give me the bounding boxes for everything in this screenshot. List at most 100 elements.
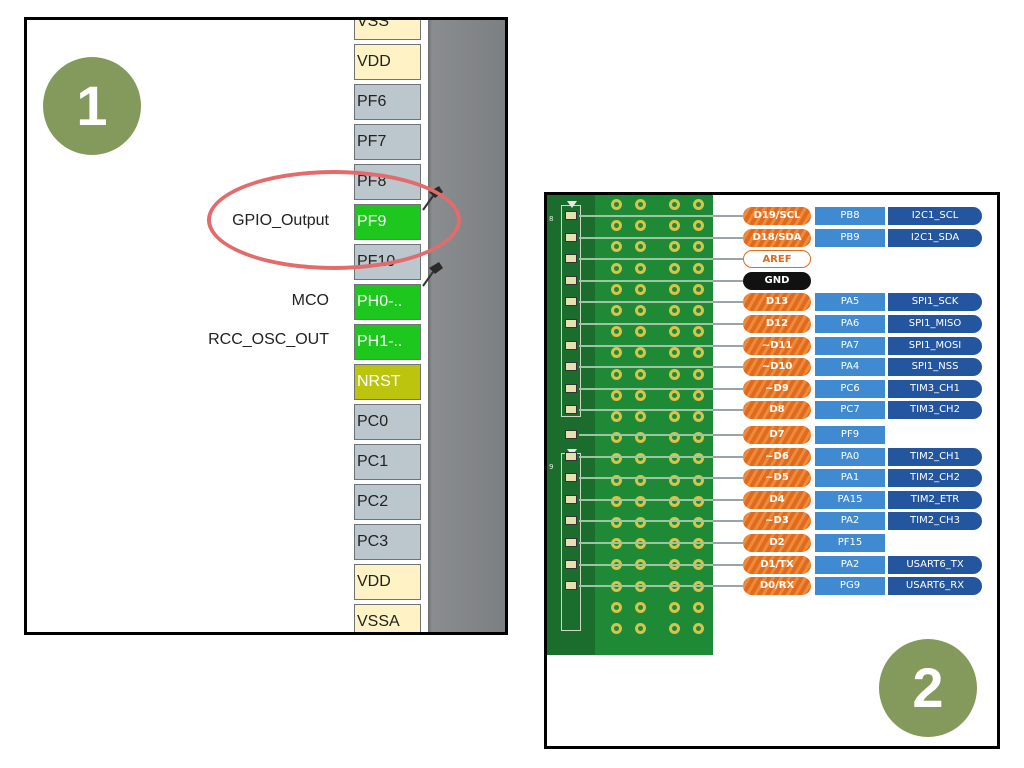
- header-pin: [565, 538, 577, 547]
- via-pad: [693, 241, 704, 253]
- via-pad: [693, 199, 704, 210]
- arduino-pin-tag: D8: [743, 401, 811, 420]
- function-tag: SPI1_MOSI: [888, 336, 982, 355]
- pin-ph0[interactable]: PH0-..: [354, 284, 421, 320]
- via-pad: [669, 495, 680, 507]
- via-pad: [693, 368, 704, 380]
- via-pad: [635, 432, 646, 444]
- port-pin-tag: PB9: [815, 228, 885, 247]
- via-pad: [611, 347, 622, 359]
- port-pin-tag: PA2: [815, 512, 885, 531]
- via-pad: [611, 368, 622, 380]
- header-pin: [565, 494, 577, 504]
- function-tag: SPI1_MISO: [888, 315, 982, 333]
- via-pad: [635, 368, 646, 380]
- via-pad: [693, 601, 704, 613]
- via-pad: [635, 601, 646, 613]
- header-pin: [565, 254, 577, 264]
- function-tag: SPI1_NSS: [888, 358, 982, 377]
- via-pad: [693, 411, 704, 422]
- header-pin: [565, 581, 577, 591]
- pin-pc3[interactable]: PC3: [354, 524, 421, 560]
- arduino-pin-tag: D4: [743, 490, 811, 509]
- pcb-edge: [547, 195, 595, 655]
- header-pin: [565, 383, 577, 393]
- pin-pc1[interactable]: PC1: [354, 444, 421, 480]
- step-badge: 1: [43, 57, 141, 155]
- function-tag: I2C1_SCL: [888, 207, 982, 225]
- via-pad: [669, 347, 680, 359]
- header-pin: [565, 451, 577, 461]
- via-pad: [635, 517, 646, 528]
- connector-line: [713, 366, 743, 369]
- pcb-trace: [579, 542, 713, 544]
- pcb-trace: [579, 498, 713, 501]
- via-pad: [635, 623, 646, 634]
- pcb-trace: [579, 279, 713, 282]
- signal-label-ph1: RCC_OSC_OUT: [208, 331, 329, 348]
- pin-vdd[interactable]: VDD: [354, 44, 421, 80]
- arduino-pin-tag: D0/RX: [743, 577, 811, 596]
- header-pin: [565, 319, 577, 328]
- via-pad: [635, 262, 646, 274]
- pin-vssa[interactable]: VSSA: [354, 604, 421, 632]
- arduino-pin-tag: ~D11: [743, 336, 811, 355]
- connector-line: [713, 344, 743, 347]
- via-pad: [693, 326, 704, 338]
- connector-line: [713, 387, 743, 390]
- pin-pf7[interactable]: PF7: [354, 124, 421, 160]
- pcb-trace: [579, 477, 713, 480]
- port-pin-tag: PA2: [815, 555, 885, 574]
- pin-pf6[interactable]: PF6: [354, 84, 421, 120]
- mcu-chip-body: [428, 20, 505, 632]
- via-pad: [669, 199, 680, 210]
- via-pad: [669, 368, 680, 380]
- signal-label-ph0: MCO: [291, 292, 329, 309]
- via-pad: [669, 474, 680, 486]
- via-pad: [669, 389, 680, 401]
- pin-pc2[interactable]: PC2: [354, 484, 421, 520]
- pin-pc0[interactable]: PC0: [354, 404, 421, 440]
- via-pad: [693, 474, 704, 486]
- via-pad: [635, 453, 646, 465]
- header-number: 8: [549, 215, 554, 223]
- connector-line: [713, 585, 743, 588]
- header-pin: [565, 232, 577, 242]
- via-pad: [611, 623, 622, 634]
- function-tag: SPI1_SCK: [888, 293, 982, 312]
- function-tag: TIM3_CH2: [888, 401, 982, 420]
- via-pad: [635, 326, 646, 338]
- via-pad: [669, 220, 680, 232]
- function-tag: USART6_RX: [888, 577, 982, 596]
- via-pad: [693, 623, 704, 634]
- via-pad: [611, 326, 622, 338]
- pin-nrst[interactable]: NRST: [354, 364, 421, 400]
- pin-vss[interactable]: VSS: [354, 20, 421, 40]
- via-pad: [635, 305, 646, 316]
- pcb-trace: [579, 387, 713, 390]
- connector-line: [713, 323, 743, 325]
- arduino-pin-tag: ~D5: [743, 469, 811, 488]
- via-pad: [611, 305, 622, 316]
- pcb-trace: [579, 585, 713, 588]
- function-tag: TIM2_CH1: [888, 447, 982, 466]
- pin-ph1[interactable]: PH1-..: [354, 324, 421, 360]
- via-pad: [635, 241, 646, 253]
- arduino-pin-tag: D18/SDA: [743, 228, 811, 247]
- header-pin: [565, 516, 577, 526]
- arduino-pin-tag: D1/TX: [743, 555, 811, 574]
- via-pad: [611, 495, 622, 507]
- connector-line: [713, 236, 743, 239]
- via-pad: [611, 241, 622, 253]
- port-pin-tag: PB8: [815, 207, 885, 225]
- via-pad: [669, 262, 680, 274]
- function-tag: TIM2_CH2: [888, 469, 982, 488]
- pcb-trace: [579, 563, 713, 566]
- via-pad: [693, 305, 704, 316]
- via-pad: [693, 389, 704, 401]
- via-pad: [611, 262, 622, 274]
- via-pad: [693, 220, 704, 232]
- connector-line: [713, 455, 743, 458]
- pin-vdd[interactable]: VDD: [354, 564, 421, 600]
